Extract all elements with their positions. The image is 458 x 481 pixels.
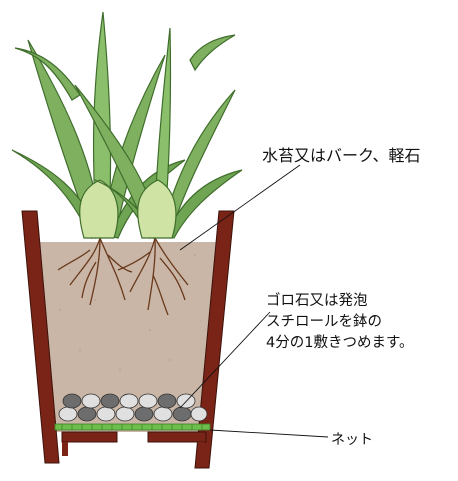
- label-moss-bark-pumice: 水苔又はバーク、軽石: [262, 146, 421, 165]
- leader-line-top: [179, 164, 301, 251]
- pot-foot-left: [62, 442, 68, 456]
- pot-bottom-right: [147, 431, 207, 443]
- plant-right: [74, 27, 243, 240]
- soil-speckles: [59, 254, 201, 371]
- roots: [57, 237, 189, 316]
- label-stones-styrofoam: ゴロ石又は発泡 スチロールを鉢の 4分の1敷きつめます。: [266, 291, 414, 354]
- leader-line-net: [209, 429, 329, 438]
- stone-layer: [58, 393, 208, 422]
- label-line-3: 4分の1敷きつめます。: [266, 335, 414, 351]
- net-mesh: [54, 423, 211, 431]
- label-line-1: ゴロ石又は発泡: [266, 293, 368, 309]
- pot-wall-right: [194, 210, 235, 469]
- pot-foot-right: [198, 442, 204, 456]
- label-line-2: スチロールを鉢の: [266, 314, 382, 330]
- net-pattern: [61, 424, 203, 430]
- leader-line-middle: [179, 311, 271, 409]
- label-net: ネット: [331, 432, 373, 448]
- pot-bottom-left: [61, 431, 118, 443]
- pot-wall-left: [21, 210, 60, 464]
- soil-area: [37, 242, 216, 432]
